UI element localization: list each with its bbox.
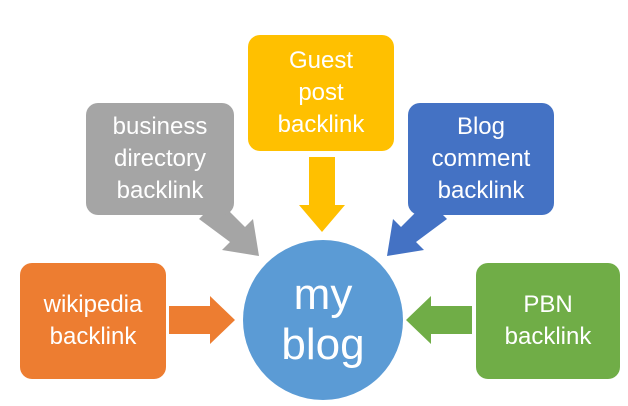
arrow-right-icon	[169, 296, 235, 344]
arrow-left-icon	[406, 296, 472, 344]
guest-post-backlink-box: Guest post backlink	[248, 35, 394, 151]
wikipedia-backlink-box: wikipedia backlink	[20, 263, 166, 379]
blog-comment-backlink-box: Blog comment backlink	[408, 103, 554, 215]
blog-comment-backlink-label: Blog comment backlink	[431, 113, 531, 204]
business-directory-backlink-label: business directory backlink	[112, 113, 208, 204]
pbn-backlink-label: PBN backlink	[504, 291, 592, 350]
arrow-down-icon	[299, 157, 345, 232]
wikipedia-backlink-label: wikipedia backlink	[43, 291, 143, 350]
my-blog-label: my blog	[281, 270, 365, 369]
business-directory-backlink-box: business directory backlink	[86, 103, 234, 215]
guest-post-backlink-label: Guest post backlink	[277, 47, 365, 138]
my-blog-circle: my blog	[243, 240, 403, 400]
pbn-backlink-box: PBN backlink	[476, 263, 620, 379]
